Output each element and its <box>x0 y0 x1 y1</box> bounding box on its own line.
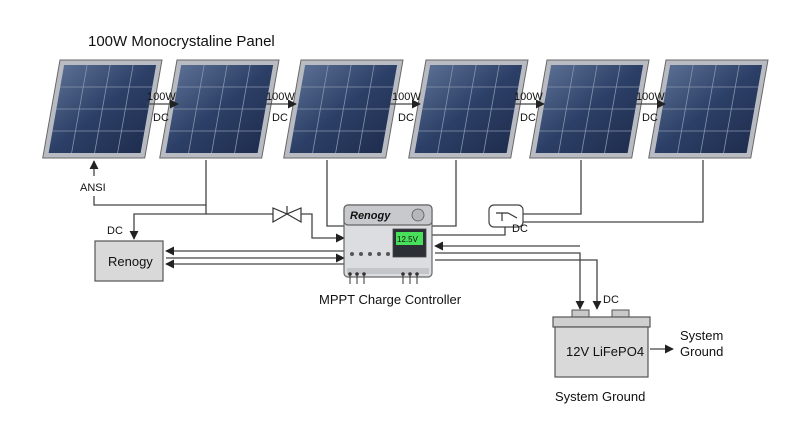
controller-logo-icon <box>411 208 425 222</box>
wire-panel3 <box>326 160 344 227</box>
panel-link-5-type: DC <box>642 112 658 124</box>
panel-link-2: 100W DC <box>266 91 297 124</box>
controller-caption: MPPT Charge Controller <box>319 292 462 307</box>
ansi-label: ANSI <box>80 182 106 194</box>
panel-link-4-type: DC <box>520 112 536 124</box>
solar-panel-3 <box>283 59 404 159</box>
wire-controller-to-battery-minus <box>435 259 602 310</box>
battery-output-label-line2: Ground <box>680 344 723 359</box>
solar-panel-2 <box>159 59 280 159</box>
battery-output-label-line1: System <box>680 328 723 343</box>
wire-valve-to-controller <box>301 213 345 243</box>
wire-panel6 <box>432 160 704 236</box>
controller-display-value: 12.5V <box>397 235 419 244</box>
left-box-input-label: DC <box>107 225 123 237</box>
panel-link-5-power: 100W <box>636 91 665 103</box>
wire-panel5 <box>522 160 582 215</box>
panel-link-2-type: DC <box>272 112 288 124</box>
left-box-label: Renogy <box>108 254 153 269</box>
solar-panel-4 <box>408 59 529 159</box>
panel-link-4-power: 100W <box>514 91 543 103</box>
switch-label: DC <box>512 223 528 235</box>
controller-display <box>396 232 423 245</box>
wire-panel2 <box>93 160 207 206</box>
panel-link-5: 100W DC <box>636 91 666 124</box>
wire-panel4 <box>432 160 457 227</box>
panel-link-2-power: 100W <box>266 91 295 103</box>
battery-terminal-label: DC <box>603 294 619 306</box>
panel-link-3-type: DC <box>398 112 414 124</box>
panel-link-1: 100W DC <box>147 91 179 124</box>
wire-to-renogy <box>129 205 207 240</box>
valve-icon <box>272 206 302 224</box>
battery-caption: System Ground <box>555 389 645 404</box>
controller-brand: Renogy <box>350 210 391 222</box>
solar-panel-6 <box>648 59 769 159</box>
panel-link-1-type: DC <box>153 112 169 124</box>
wire-controller-to-battery-plus <box>435 252 585 310</box>
solar-panel-1 <box>42 59 163 159</box>
battery <box>552 309 651 378</box>
left-box <box>94 240 164 282</box>
panel-link-3-power: 100W <box>392 91 421 103</box>
panel-link-4: 100W DC <box>514 91 545 124</box>
diagram-title: 100W Monocrystaline Panel <box>88 33 275 50</box>
panel-link-1-power: 100W <box>147 91 176 103</box>
battery-label: 12V LiFePO4 <box>566 344 644 359</box>
panel-link-3: 100W DC <box>390 91 421 124</box>
mppt-controller: Renogy 12.5V <box>343 204 433 284</box>
switch-icon <box>488 204 524 228</box>
solar-panel-5 <box>529 59 650 159</box>
